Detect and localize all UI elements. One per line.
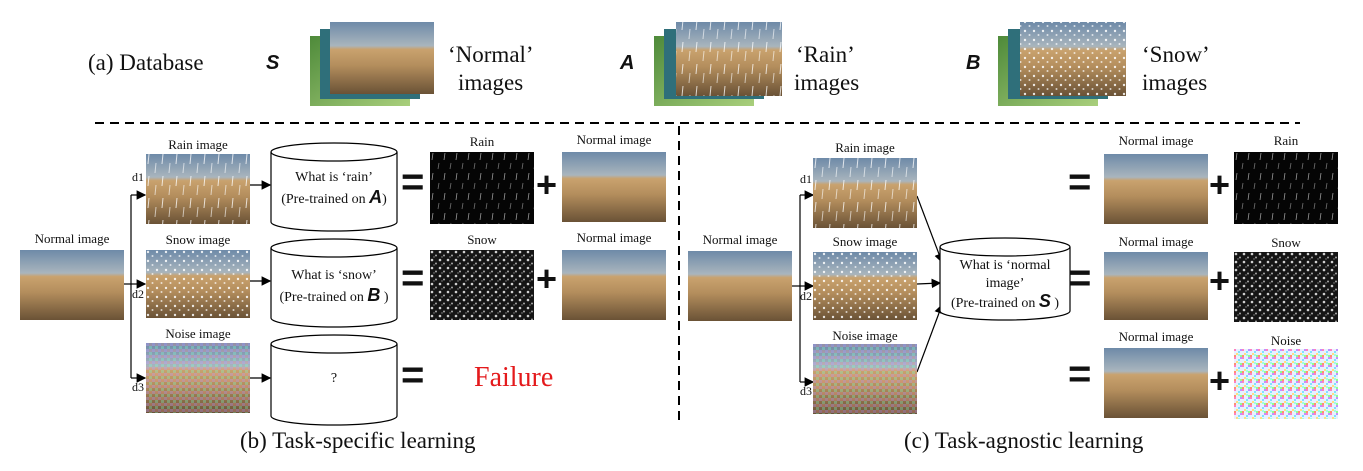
rain-images-label-2: images (794, 70, 860, 95)
b-rain-image-label: Rain image (168, 137, 228, 152)
normal-images-label-2: images (458, 70, 524, 95)
b-snow-model-line2: (Pre-trained on B ) (279, 285, 389, 305)
normal-image-stack (310, 22, 434, 106)
c-normal-model-cylinder: What is ‘normal image’ (Pre-trained on S… (939, 237, 1071, 321)
c-model-line2: image’ (985, 276, 1025, 291)
b-normal-output-image-1 (562, 152, 666, 222)
b-snow-residual-label: Snow (467, 232, 497, 247)
c-rain-image (813, 158, 917, 228)
c-rain-residual-label: Rain (1273, 133, 1299, 148)
c-snow-image (813, 252, 917, 320)
b-normal-output-label-1: Normal image (576, 132, 652, 147)
b-noise-image (146, 343, 250, 413)
c-noise-image-label: Noise image (832, 328, 898, 343)
c-plus-3: + (1209, 360, 1231, 401)
b-snow-image (146, 250, 250, 318)
c-normal-output-image-2 (1104, 252, 1208, 320)
c-normal-output-image-1 (1104, 154, 1208, 224)
b-snow-image-label: Snow image (165, 232, 231, 247)
c-branch-d3: d3 (800, 384, 812, 398)
rain-image-stack (654, 22, 782, 106)
b-unknown-model-cylinder: ? (270, 334, 398, 426)
b-rain-model-cylinder: What is ‘rain’ (Pre-trained on A) (270, 142, 398, 232)
b-rain-residual-label: Rain (469, 134, 495, 149)
b-input-normal-image (20, 250, 124, 320)
rain-images-label-1: ‘Rain’ (796, 42, 855, 67)
c-noise-residual-label: Noise (1270, 333, 1302, 348)
database-letter-s: S (266, 52, 280, 74)
b-branch-d3: d3 (132, 380, 144, 394)
b-snow-model-cylinder: What is ‘snow’ (Pre-trained on B ) (270, 238, 398, 328)
b-plus-2: + (536, 258, 558, 299)
c-noise-image (813, 344, 917, 414)
c-caption: (c) Task-agnostic learning (904, 428, 1144, 453)
b-noise-image-label: Noise image (165, 326, 231, 341)
c-branch-d2: d2 (800, 289, 812, 303)
c-normal-output-label-3: Normal image (1118, 329, 1194, 344)
snow-image-stack (998, 22, 1126, 106)
c-branch-d1: d1 (800, 172, 812, 186)
c-normal-output-label-2: Normal image (1118, 234, 1194, 249)
c-equals-1: = (1068, 160, 1092, 204)
c-plus-1: + (1209, 164, 1231, 205)
c-rain-residual-image (1234, 152, 1338, 224)
c-input-label: Normal image (702, 232, 778, 247)
c-normal-output-image-3 (1104, 348, 1208, 418)
b-rain-image (146, 154, 250, 224)
c-equals-2: = (1068, 256, 1092, 300)
c-model-line3: (Pre-trained on S ) (950, 291, 1060, 311)
c-snow-image-label: Snow image (832, 234, 898, 249)
c-equals-3: = (1068, 352, 1092, 396)
b-normal-output-label-2: Normal image (576, 230, 652, 245)
b-plus-1: + (536, 164, 558, 205)
c-snow-residual-image (1234, 252, 1338, 322)
b-rain-model-line2: (Pre-trained on A) (281, 187, 387, 207)
c-plus-2: + (1209, 260, 1231, 301)
b-equals-2: = (401, 256, 425, 300)
c-model-line1: What is ‘normal (959, 258, 1051, 273)
b-branch-d2: d2 (132, 287, 144, 301)
b-normal-output-image-2 (562, 250, 666, 320)
b-rain-residual-image (430, 152, 534, 224)
c-rain-image-label: Rain image (835, 140, 895, 155)
database-letter-b: B (966, 52, 981, 74)
c-noise-residual-image (1234, 349, 1338, 419)
b-unknown-model-text: ? (330, 371, 338, 386)
b-rain-model-line1: What is ‘rain’ (295, 170, 373, 185)
database-caption: (a) Database (88, 50, 204, 75)
snow-images-label-1: ‘Snow’ (1142, 42, 1210, 67)
snow-images-label-2: images (1142, 70, 1208, 95)
b-snow-residual-image (430, 250, 534, 320)
b-failure-text: Failure (474, 362, 554, 393)
c-normal-output-label-1: Normal image (1118, 133, 1194, 148)
b-caption: (b) Task-specific learning (240, 428, 476, 453)
b-equals-3: = (401, 353, 425, 397)
c-input-normal-image (688, 251, 792, 321)
b-snow-model-line1: What is ‘snow’ (291, 268, 377, 283)
normal-images-label-1: ‘Normal’ (448, 42, 534, 67)
c-snow-residual-label: Snow (1271, 235, 1301, 250)
b-equals-1: = (401, 160, 425, 204)
database-letter-a: A (620, 52, 635, 74)
b-branch-d1: d1 (132, 170, 144, 184)
b-input-label: Normal image (34, 231, 110, 246)
